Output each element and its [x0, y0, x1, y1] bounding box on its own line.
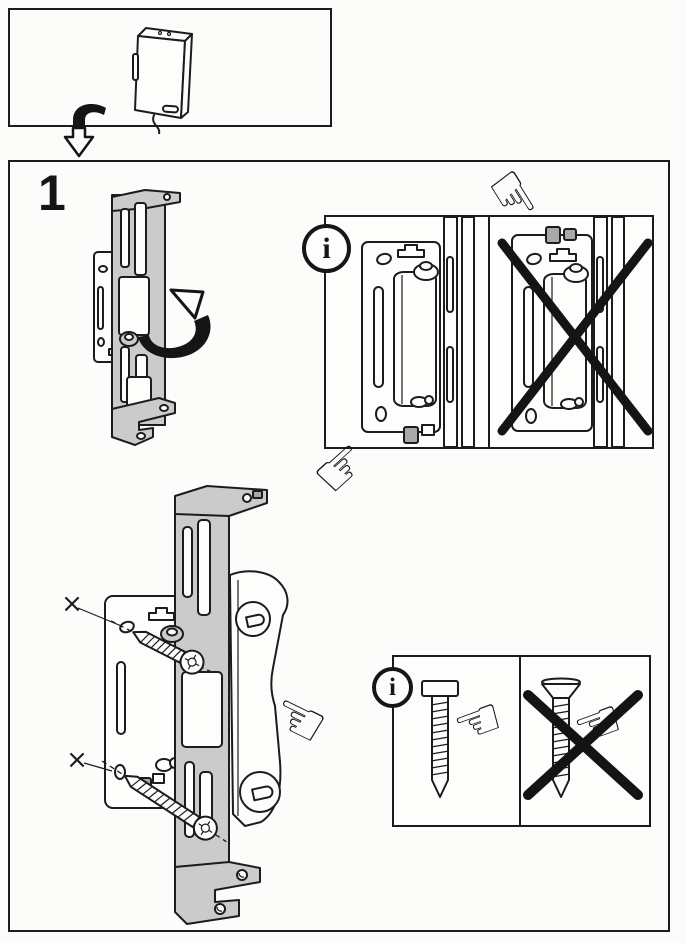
device-label-detail [162, 104, 179, 114]
drill-position-marker: × [61, 589, 120, 626]
cross-out-mark [523, 690, 643, 800]
mounting-clip [132, 53, 139, 81]
wall-bracket-channel [111, 189, 181, 446]
orientation-panels-drawing [361, 216, 653, 448]
info-icon: i [372, 667, 413, 708]
screw-hole-top [119, 620, 135, 634]
tab-orientation-callout [324, 215, 654, 449]
step-1-panel: 1 [8, 155, 670, 932]
info-letter: i [389, 673, 396, 701]
parts-overview-panel [8, 8, 332, 134]
mounting-assembly-drawing: × × [61, 485, 289, 925]
wood-screw [110, 620, 215, 675]
x-mark: × [66, 745, 88, 775]
bottom-foot [174, 861, 261, 925]
folded-channel-side [393, 271, 437, 407]
info-icon: i [302, 224, 351, 273]
bottom-foot [111, 397, 176, 446]
pan-head-screw-icon [421, 680, 459, 798]
info-letter: i [322, 231, 331, 265]
rotation-arrow-icon [138, 288, 211, 359]
power-cable [152, 114, 161, 134]
speaker-back-panel [229, 570, 289, 827]
fold-tab-up-wrong [545, 226, 561, 244]
incorrect-orientation-drawing [511, 216, 625, 448]
correct-orientation-drawing [361, 216, 475, 448]
drill-position-marker: × [66, 745, 113, 775]
wood-screw [101, 760, 227, 843]
mounting-bracket [160, 485, 268, 925]
wall-mount-device-drawing [132, 27, 193, 134]
proceed-down-arrow-icon [63, 104, 106, 158]
cross-out-mark [497, 238, 653, 436]
bracket-rotation-drawing [93, 189, 211, 446]
fold-tab-down [403, 426, 419, 444]
x-mark: × [61, 589, 83, 619]
top-hook-flange [174, 485, 268, 517]
step-number-label: 1 [38, 165, 66, 221]
device-body [132, 27, 193, 119]
screw-type-callout [392, 655, 651, 827]
